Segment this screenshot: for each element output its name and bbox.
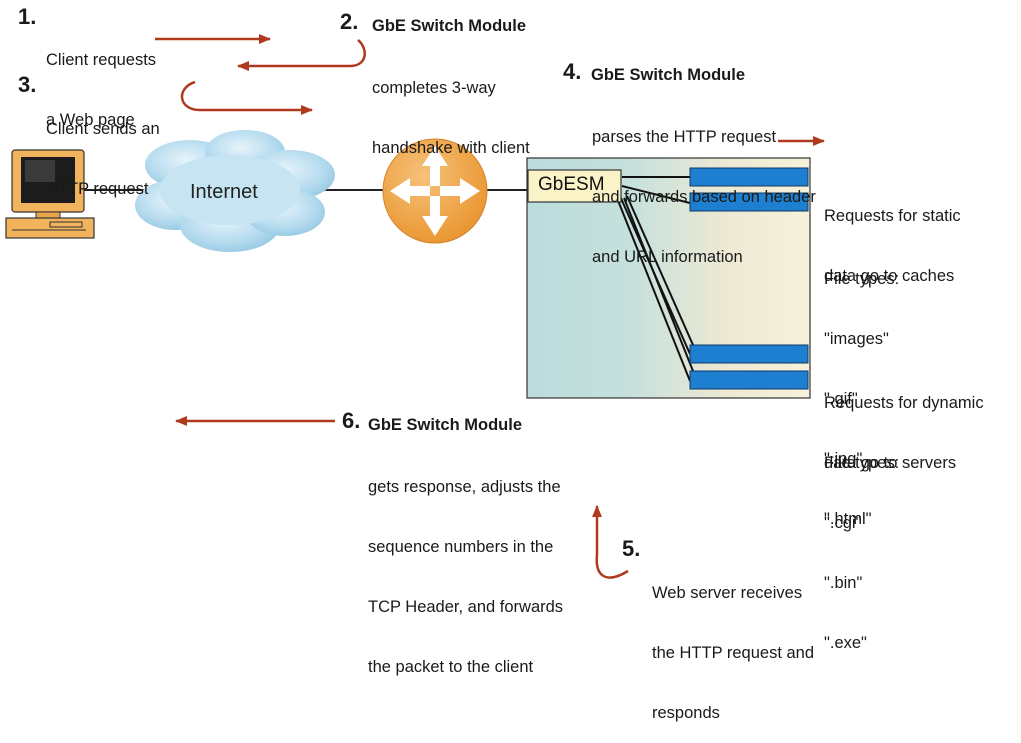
step-6-number: 6. xyxy=(342,408,361,433)
static-file-type: ".html" xyxy=(824,510,872,528)
static-file-type: ".jpg" xyxy=(824,450,863,468)
step-4-line-1: parses the HTTP request xyxy=(592,128,777,146)
dynamic-file-type: ".bin" xyxy=(824,574,863,592)
step-4-title: GbE Switch Module xyxy=(591,66,746,84)
internet-cloud-icon xyxy=(135,130,335,252)
step-2-text: completes 3-way handshake with client xyxy=(372,38,530,178)
step-2-title: GbE Switch Module xyxy=(372,17,527,35)
static-line-2: data go to caches xyxy=(824,267,955,285)
dynamic-line-1: Requests for dynamic xyxy=(824,394,984,412)
step-4-line-3: and URL information xyxy=(592,248,743,266)
step-6-line-1: gets response, adjusts the xyxy=(368,478,561,496)
step-3-text: Client sends an HTTP request xyxy=(46,79,160,219)
arrow-step3 xyxy=(180,80,313,115)
server-icon xyxy=(689,167,809,390)
step-5-line-1: Web server receives xyxy=(652,584,803,602)
static-file-types: File types: "images" ".gif" ".jpg" ".htm… xyxy=(824,229,899,549)
step-5-number: 5. xyxy=(622,536,641,561)
step-1-line-1: Client requests xyxy=(46,51,157,69)
step-6-line-2: sequence numbers in the xyxy=(368,538,554,556)
static-line-1: Requests for static xyxy=(824,207,961,225)
dynamic-line-2: data go to servers xyxy=(824,454,957,472)
step-3-number: 3. xyxy=(18,72,37,97)
dynamic-file-types-label: File types: xyxy=(824,454,900,472)
network-diagram xyxy=(5,34,825,579)
dynamic-file-type: ".exe" xyxy=(824,634,867,652)
internet-label: Internet xyxy=(190,181,258,203)
step-5-text: Web server receives the HTTP request and… xyxy=(652,543,814,743)
internal-links xyxy=(616,176,698,382)
static-file-type: ".gif" xyxy=(824,390,858,408)
static-requests-info: Requests for static data go to caches xyxy=(824,166,961,306)
step-5-line-2: the HTTP request and xyxy=(652,644,815,662)
router-icon xyxy=(382,138,488,244)
step-1-text: Client requests a Web page xyxy=(46,10,156,150)
dynamic-file-type: ".cgi" xyxy=(824,514,862,532)
step-2-line-2: handshake with client xyxy=(372,139,530,157)
static-file-types-label: File types: xyxy=(824,270,900,288)
step-6-title: GbE Switch Module xyxy=(368,416,523,434)
step-3-line-1: Client sends an xyxy=(46,120,160,138)
step-1-number: 1. xyxy=(18,4,37,29)
computer-icon xyxy=(5,149,95,239)
flow-arrows xyxy=(155,34,825,579)
step-2-number: 2. xyxy=(340,9,359,34)
dynamic-file-types: File types: ".cgi" ".bin" ".exe" xyxy=(824,413,899,673)
step-5-line-3: responds xyxy=(652,704,720,722)
step-4-line-2: and forwards based on header xyxy=(592,188,816,206)
gbesm-switch-icon xyxy=(527,169,622,203)
arrow-step2 xyxy=(237,39,366,71)
arrow-step5 xyxy=(592,505,629,579)
dynamic-requests-info: Requests for dynamic data go to servers xyxy=(824,353,984,493)
step-6-line-3: TCP Header, and forwards xyxy=(368,598,564,616)
step-1-line-2: a Web page xyxy=(46,111,135,129)
gbesm-label: GbESM xyxy=(538,174,605,195)
step-3-line-2: HTTP request xyxy=(46,180,149,198)
step-6-text: gets response, adjusts the sequence numb… xyxy=(368,437,563,697)
step-6-line-4: the packet to the client xyxy=(368,658,534,676)
static-file-type: "images" xyxy=(824,330,889,348)
step-4-number: 4. xyxy=(563,59,582,84)
step-2-line-1: completes 3-way xyxy=(372,79,496,97)
step-4-text: parses the HTTP request and forwards bas… xyxy=(592,87,816,287)
